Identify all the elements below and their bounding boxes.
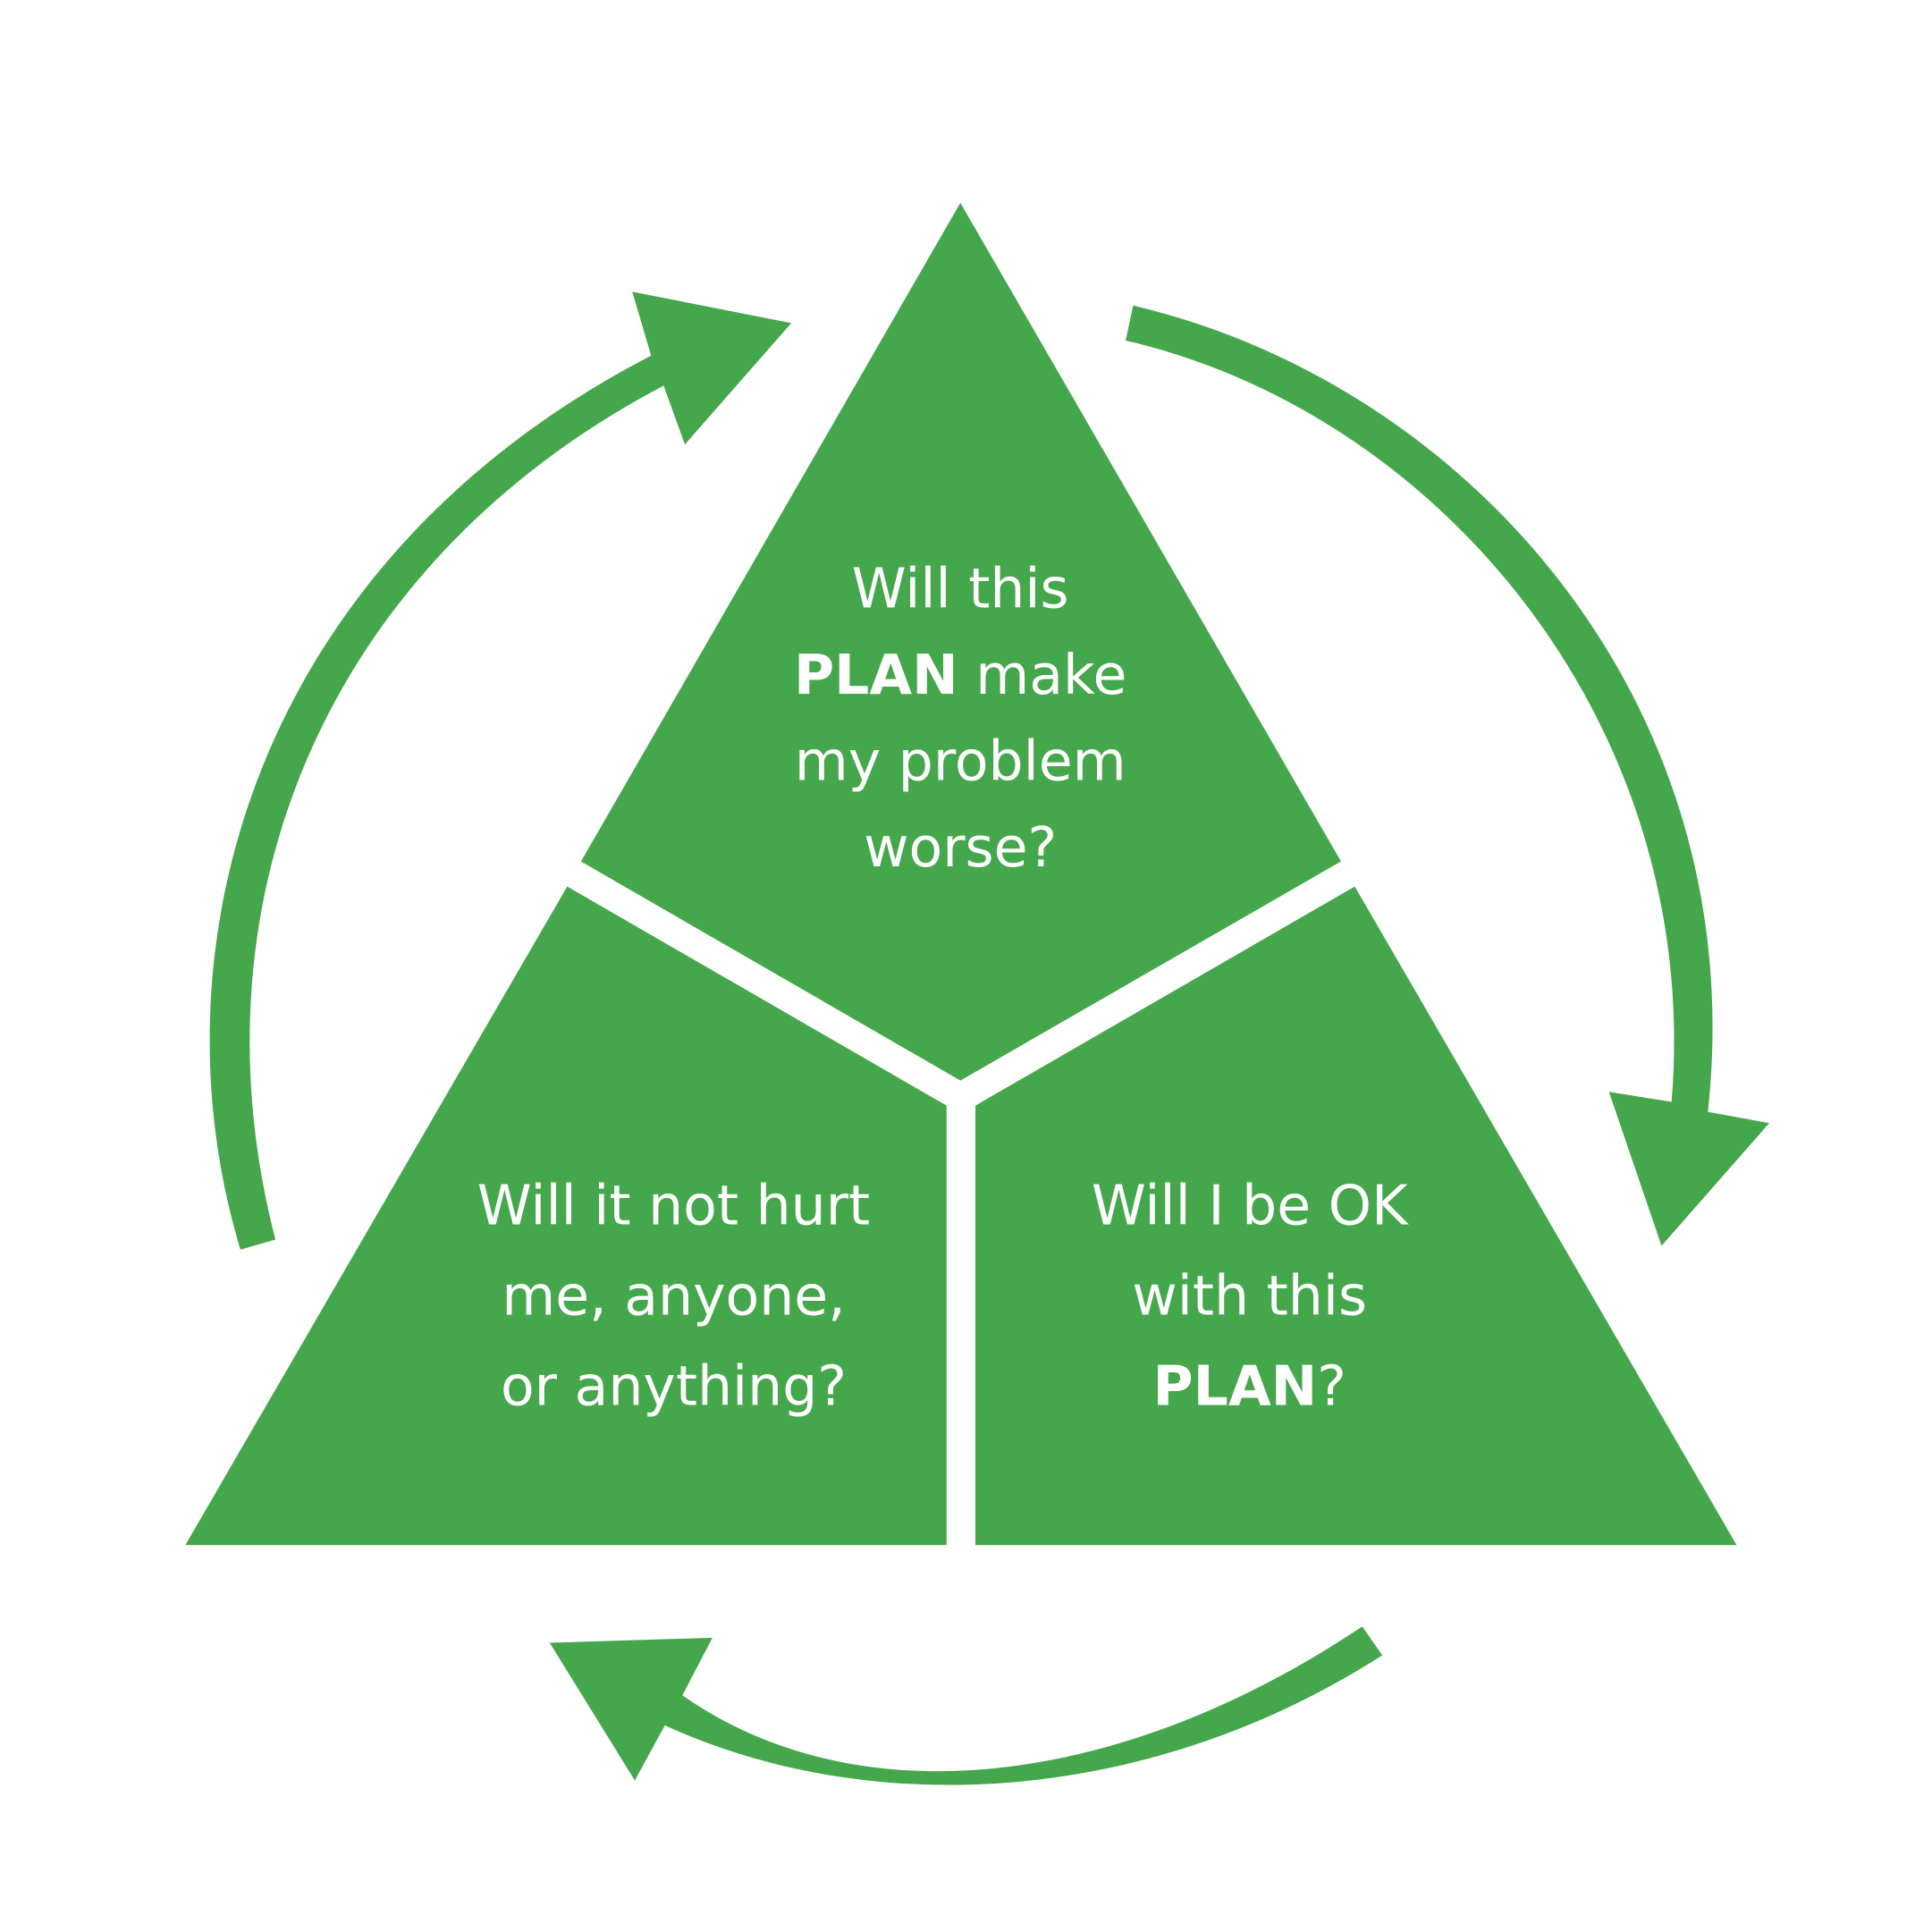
segment-bottom-left [185,886,947,1546]
label-text: Will I be OK [1092,1174,1409,1238]
segment-bottom-right [975,886,1737,1546]
emphasis-text: PLAN [1153,1354,1318,1418]
label-text: ? [1317,1354,1346,1418]
label-text: with this [1132,1264,1367,1329]
label-line: my problem [795,730,1126,794]
label-line: worse? [864,815,1057,880]
label-text: Will it not hurt [477,1174,870,1238]
label-line: or anything? [501,1354,847,1418]
label-line: with this [1132,1264,1367,1329]
label-text: worse? [864,815,1057,880]
emphasis-text: PLAN [794,643,958,707]
arrow-right-icon [1126,305,1769,1246]
label-line: Will this [852,556,1069,620]
label-line: PLAN? [1153,1354,1346,1418]
label-line: Will it not hurt [477,1174,870,1238]
label-line: Will I be OK [1092,1174,1409,1238]
arrow-bottom-icon [549,1626,1383,1785]
label-text: or anything? [501,1354,847,1418]
label-line: PLAN make [794,643,1126,707]
arrow-left-icon [209,291,792,1250]
label-text: me, anyone, [502,1264,846,1329]
label-text: make [958,643,1127,707]
segment-top [580,202,1341,1081]
label-line: me, anyone, [502,1264,846,1329]
segment-bottom-left-label: Will it not hurt me, anyone, or anything? [477,1174,870,1419]
label-text: my problem [795,730,1126,794]
label-text: Will this [852,556,1069,620]
